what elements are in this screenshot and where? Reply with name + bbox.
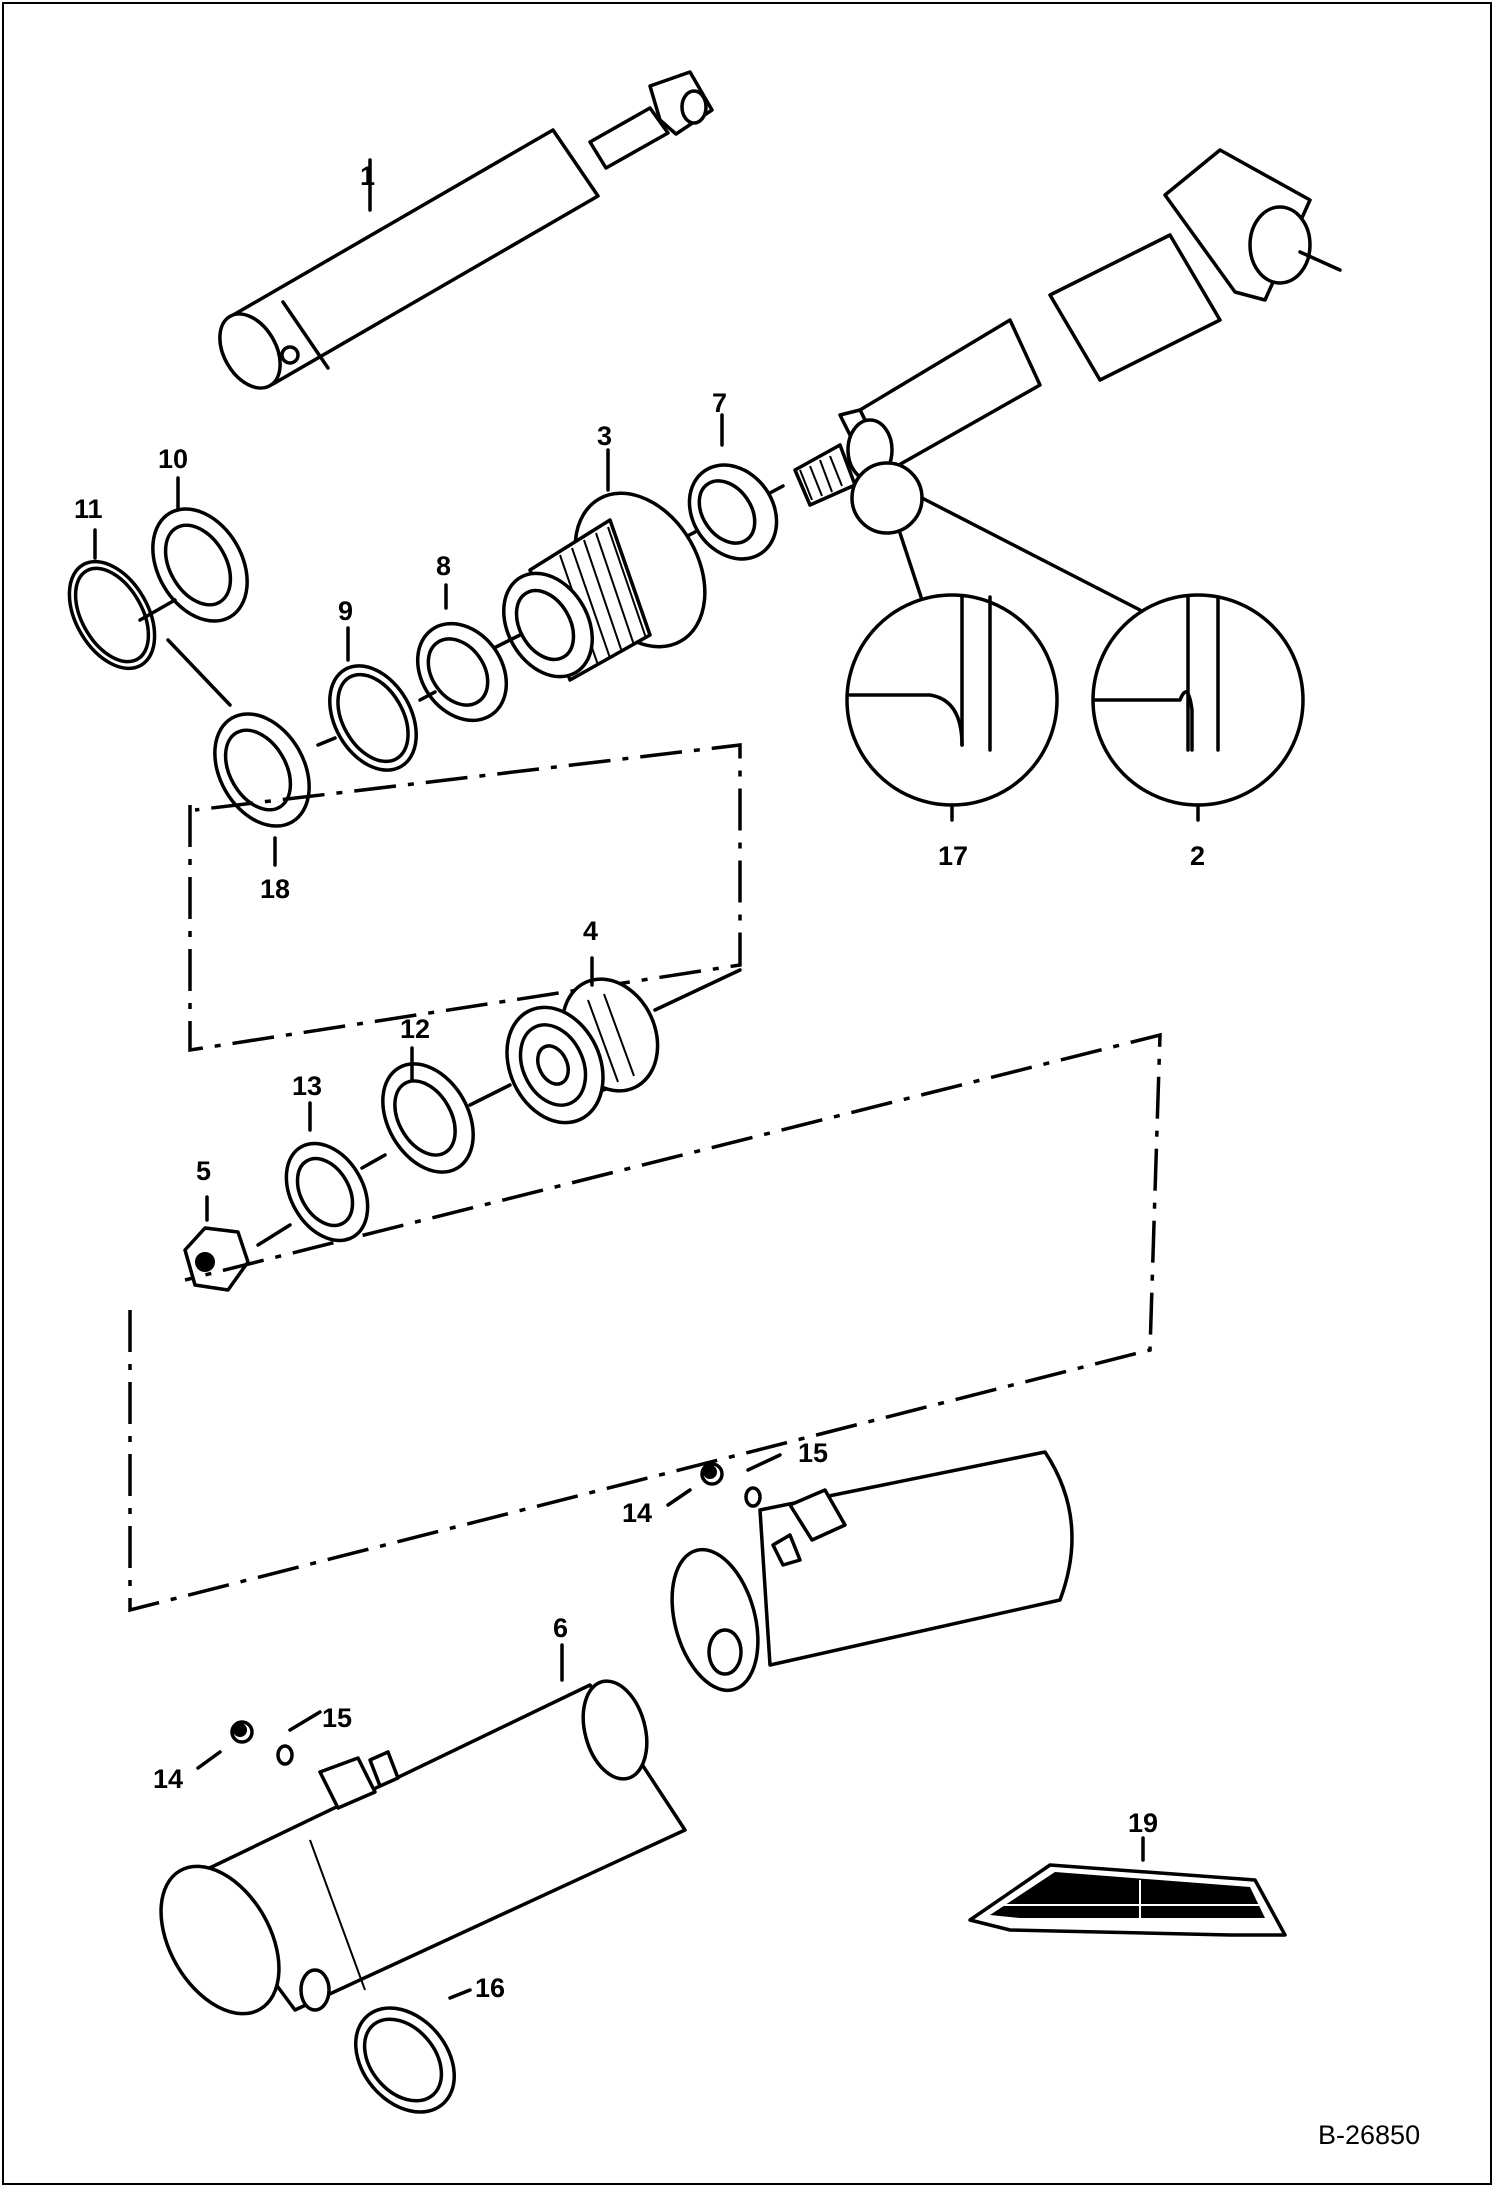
callout-2: 2: [1190, 841, 1205, 871]
callout-14-right: 14: [622, 1498, 652, 1528]
part-rod-assembly: [766, 148, 1342, 612]
port-fitting-right: [666, 1453, 847, 1567]
part-9-ring: [316, 626, 418, 772]
callout-13: 13: [292, 1071, 322, 1101]
part-3-head: [488, 448, 707, 682]
assembly-path-2: [128, 1032, 1162, 1613]
part-13-ring: [284, 1101, 387, 1243]
part-5-nut: [183, 1195, 292, 1292]
part-12-seal: [381, 1046, 512, 1174]
callout-1: 1: [360, 161, 375, 191]
assembly-path-1: [188, 743, 742, 1053]
callout-18: 18: [260, 874, 290, 904]
port-fitting-left: [196, 1710, 400, 1810]
callout-8: 8: [436, 551, 451, 581]
callout-16: 16: [475, 1973, 505, 2003]
callout-11: 11: [74, 494, 103, 524]
part-11-ring: [67, 528, 232, 707]
callout-12: 12: [400, 1014, 430, 1044]
callout-19: 19: [1128, 1808, 1158, 1838]
callout-4: 4: [583, 916, 598, 946]
part-18-ring: [213, 712, 311, 867]
part-1-cylinder-assembly: [218, 70, 714, 390]
callout-15-right: 15: [798, 1438, 828, 1468]
callout-7: 7: [712, 388, 727, 418]
callout-17: 17: [938, 841, 968, 871]
callout-9: 9: [338, 596, 353, 626]
part-6-barrel: [159, 1450, 1074, 2016]
part-19-decal: [968, 1836, 1287, 1937]
callout-3: 3: [597, 421, 612, 451]
part-7-wiper: [678, 413, 779, 561]
part-4-piston: [505, 956, 742, 1125]
part-16-ring: [354, 1988, 472, 2114]
callout-10: 10: [158, 444, 188, 474]
detail-17: [845, 593, 1059, 822]
detail-2: [1091, 593, 1305, 822]
part-8-seal: [415, 583, 509, 723]
callout-15-left: 15: [322, 1703, 352, 1733]
callout-labels: 1 2 3 4 5 6 7 8 9 10 11 12 13 14 15 14 1…: [74, 161, 1205, 2003]
callout-5: 5: [196, 1156, 211, 1186]
callout-6: 6: [553, 1613, 568, 1643]
figure-reference: B-26850: [1318, 2120, 1420, 2150]
callout-14-left: 14: [153, 1764, 183, 1794]
part-10-ring: [151, 476, 249, 623]
